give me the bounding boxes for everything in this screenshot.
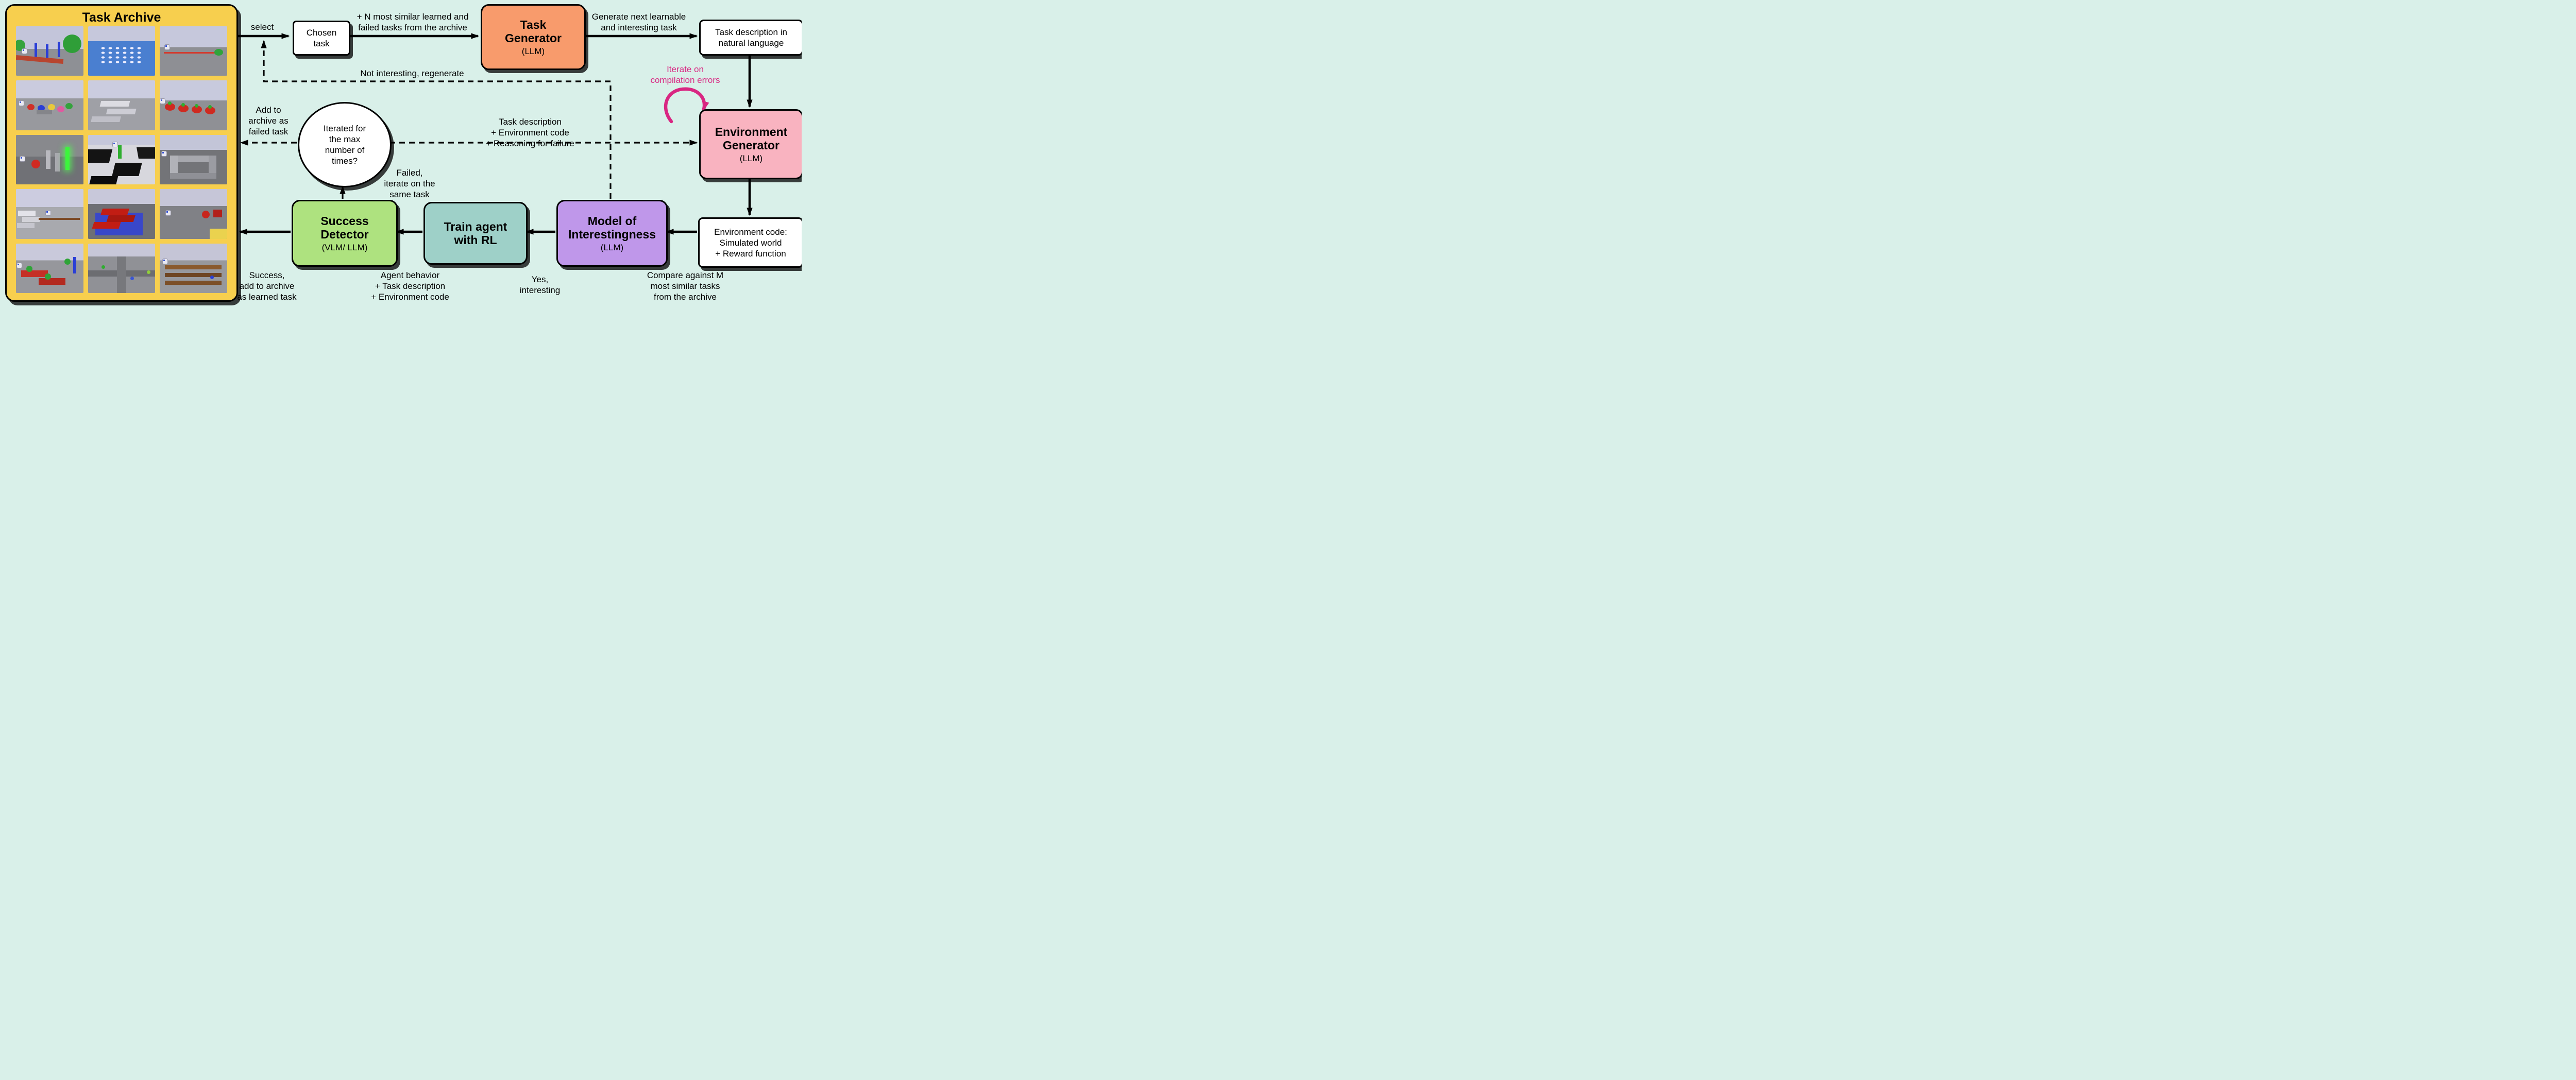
robot-icon xyxy=(163,259,168,264)
task-generator-title: Task Generator xyxy=(505,18,562,45)
robot-icon xyxy=(20,156,25,161)
success-detector-node: Success Detector (VLM/ LLM) xyxy=(292,200,398,267)
edge-label-iterate-compilation: Iterate on compilation errors xyxy=(650,64,720,85)
edge-label-compare-similar: Compare against M most similar tasks fro… xyxy=(647,270,724,302)
diagram-edges xyxy=(238,33,753,235)
archive-thumbnail-4 xyxy=(16,80,83,130)
diagram-canvas: Task Archive Chosen task Task Generator … xyxy=(0,0,802,308)
task-description-label: Task description in natural language xyxy=(715,27,787,48)
robot-icon xyxy=(160,99,165,104)
environment-generator-node: Environment Generator (LLM) xyxy=(699,109,802,179)
edge-label-failed-iterate: Failed, iterate on the same task xyxy=(384,168,435,199)
task-generator-node: Task Generator (LLM) xyxy=(481,4,586,70)
environment-generator-title: Environment Generator xyxy=(715,125,788,152)
model-of-interestingness-subtitle: (LLM) xyxy=(600,242,624,252)
archive-thumbnail-12 xyxy=(160,189,227,239)
robot-icon xyxy=(162,151,167,156)
iterate-compilation-loop-arrow xyxy=(664,87,709,124)
edge-label-select: select xyxy=(250,22,274,32)
task-archive-title: Task Archive xyxy=(82,10,161,25)
archive-thumbnail-3 xyxy=(160,26,227,76)
environment-generator-subtitle: (LLM) xyxy=(739,153,763,163)
archive-thumbnail-1 xyxy=(16,26,83,76)
edge-label-success-add: Success, add to archive as learned task xyxy=(237,270,297,302)
edge-label-agent-behavior: Agent behavior + Task description + Envi… xyxy=(371,270,449,302)
archive-thumbnail-8 xyxy=(88,134,156,185)
chosen-task-node: Chosen task xyxy=(293,21,350,56)
train-agent-node: Train agent with RL xyxy=(423,202,528,265)
edge-label-add-failed: Add to archive as failed task xyxy=(248,105,289,136)
environment-code-label: Environment code: Simulated world + Rewa… xyxy=(714,227,787,259)
edge-label-failure-feedback: Task description + Environment code + Re… xyxy=(486,117,574,148)
archive-thumbnail-11 xyxy=(88,189,156,239)
archive-thumbnail-13 xyxy=(16,243,83,293)
archive-thumbnail-10 xyxy=(16,189,83,239)
task-description-node: Task description in natural language xyxy=(699,20,802,56)
train-agent-title: Train agent with RL xyxy=(444,220,507,247)
archive-thumbnail-9 xyxy=(160,134,227,185)
success-detector-title: Success Detector xyxy=(320,214,369,241)
robot-icon xyxy=(166,211,171,216)
edge-label-not-interesting: Not interesting, regenerate xyxy=(360,68,464,78)
task-archive-panel: Task Archive xyxy=(5,4,238,302)
edge-label-generate-next: Generate next learnable and interesting … xyxy=(591,12,686,32)
task-generator-subtitle: (LLM) xyxy=(521,46,545,56)
archive-thumbnail-7 xyxy=(16,134,83,185)
robot-icon xyxy=(17,263,22,268)
task-archive-grid xyxy=(16,26,227,293)
archive-thumbnail-14 xyxy=(88,243,156,293)
archive-thumbnail-2 xyxy=(88,26,156,76)
max-iterations-label: Iterated for the max number of times? xyxy=(323,124,366,166)
robot-icon xyxy=(46,211,50,216)
edge-label-yes-interesting: Yes, interesting xyxy=(519,275,561,295)
chosen-task-label: Chosen task xyxy=(306,28,337,48)
robot-icon xyxy=(19,101,24,106)
robot-icon xyxy=(112,142,117,147)
max-iterations-decision-node: Iterated for the max number of times? xyxy=(298,102,392,187)
edge-label-similar-tasks: + N most similar learned and failed task… xyxy=(357,12,469,32)
environment-code-node: Environment code: Simulated world + Rewa… xyxy=(698,217,802,268)
success-detector-subtitle: (VLM/ LLM) xyxy=(321,242,368,252)
archive-thumbnail-6 xyxy=(160,80,227,130)
robot-icon xyxy=(165,45,170,49)
archive-thumbnail-5 xyxy=(88,80,156,130)
model-of-interestingness-title: Model of Interestingness xyxy=(568,214,656,241)
edge-not-interesting-regenerate xyxy=(261,40,612,199)
model-of-interestingness-node: Model of Interestingness (LLM) xyxy=(556,200,668,267)
robot-icon xyxy=(22,49,27,54)
archive-thumbnail-15 xyxy=(160,243,227,293)
